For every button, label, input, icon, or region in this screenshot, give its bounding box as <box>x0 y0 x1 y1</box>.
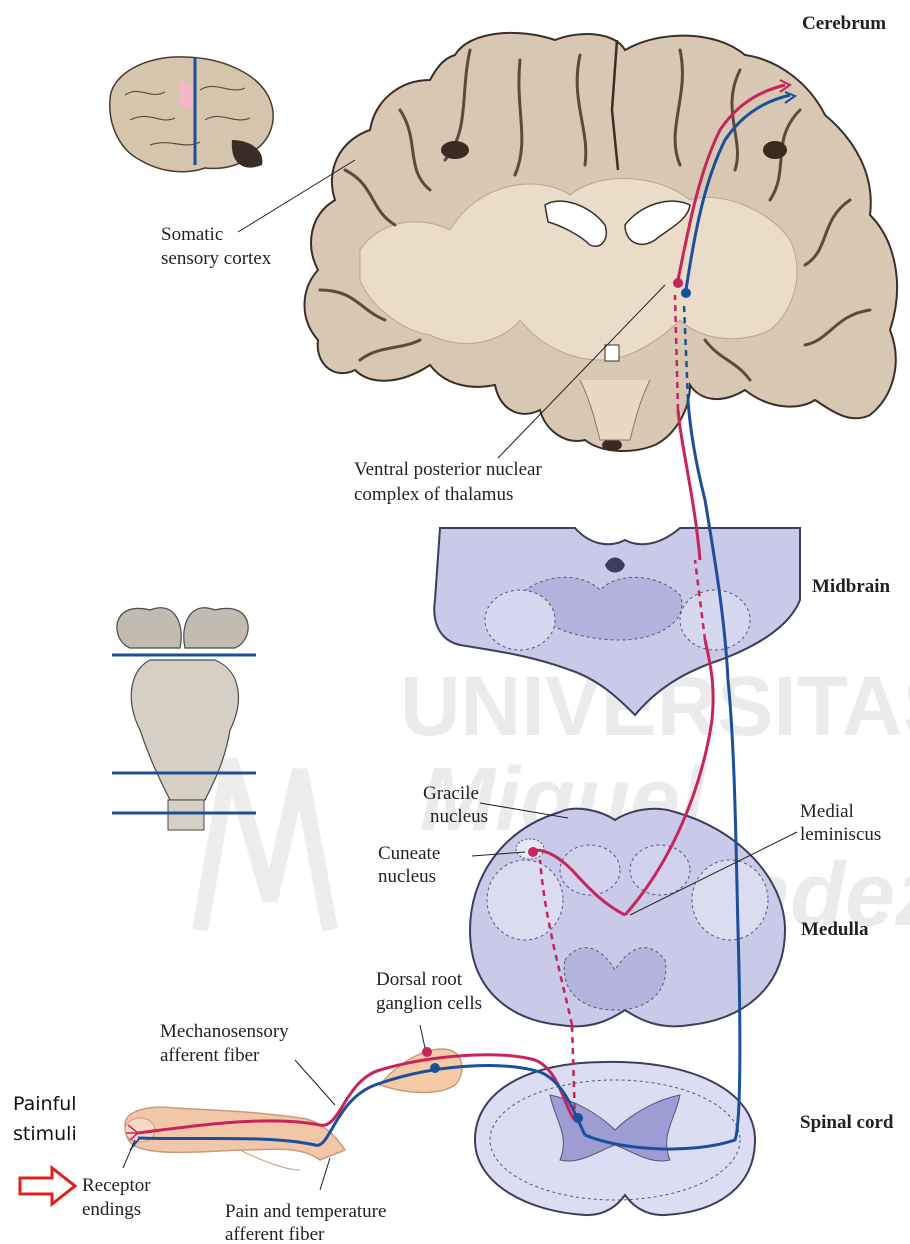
cuneate-label-2: nucleus <box>378 866 436 887</box>
receptor-label-1: Receptor <box>82 1175 151 1196</box>
painful-stimuli-label-2: stimuli <box>13 1123 77 1145</box>
mechano-fiber-label-1: Mechanosensory <box>160 1021 289 1042</box>
cerebrum-section <box>305 33 898 451</box>
somatic-cortex-label-2: sensory cortex <box>161 248 272 269</box>
gracile-label-2: nucleus <box>430 806 488 827</box>
receptor-label-2: endings <box>82 1199 141 1220</box>
somatic-cortex-label-1: Somatic <box>161 224 223 245</box>
pain-fiber-label-1: Pain and temperature <box>225 1201 386 1222</box>
red-outline-arrow-icon <box>20 1168 75 1204</box>
medulla-title: Medulla <box>801 919 869 940</box>
cuneate-label-1: Cuneate <box>378 843 440 864</box>
drg-label-2: ganglion cells <box>376 993 482 1014</box>
spinal-cord-title: Spinal cord <box>800 1112 894 1133</box>
spinal-cord-section <box>475 1062 755 1215</box>
thalamus-label-1: Ventral posterior nuclear <box>354 459 542 480</box>
midbrain-title: Midbrain <box>812 576 891 597</box>
lateral-brain-icon <box>110 57 273 172</box>
medial-lemniscus-label-1: Medial <box>800 801 854 822</box>
cerebrum-title: Cerebrum <box>802 13 886 34</box>
pain-fiber-label-2: afferent fiber <box>225 1224 325 1244</box>
medial-lemniscus-label-2: leminiscus <box>800 824 881 845</box>
drg-label-1: Dorsal root <box>376 969 463 990</box>
painful-stimuli-label-1: Painful <box>13 1093 77 1115</box>
gracile-label-1: Gracile <box>423 783 479 804</box>
mechano-fiber-label-2: afferent fiber <box>160 1045 260 1066</box>
thalamus-label-2: complex of thalamus <box>354 484 513 505</box>
